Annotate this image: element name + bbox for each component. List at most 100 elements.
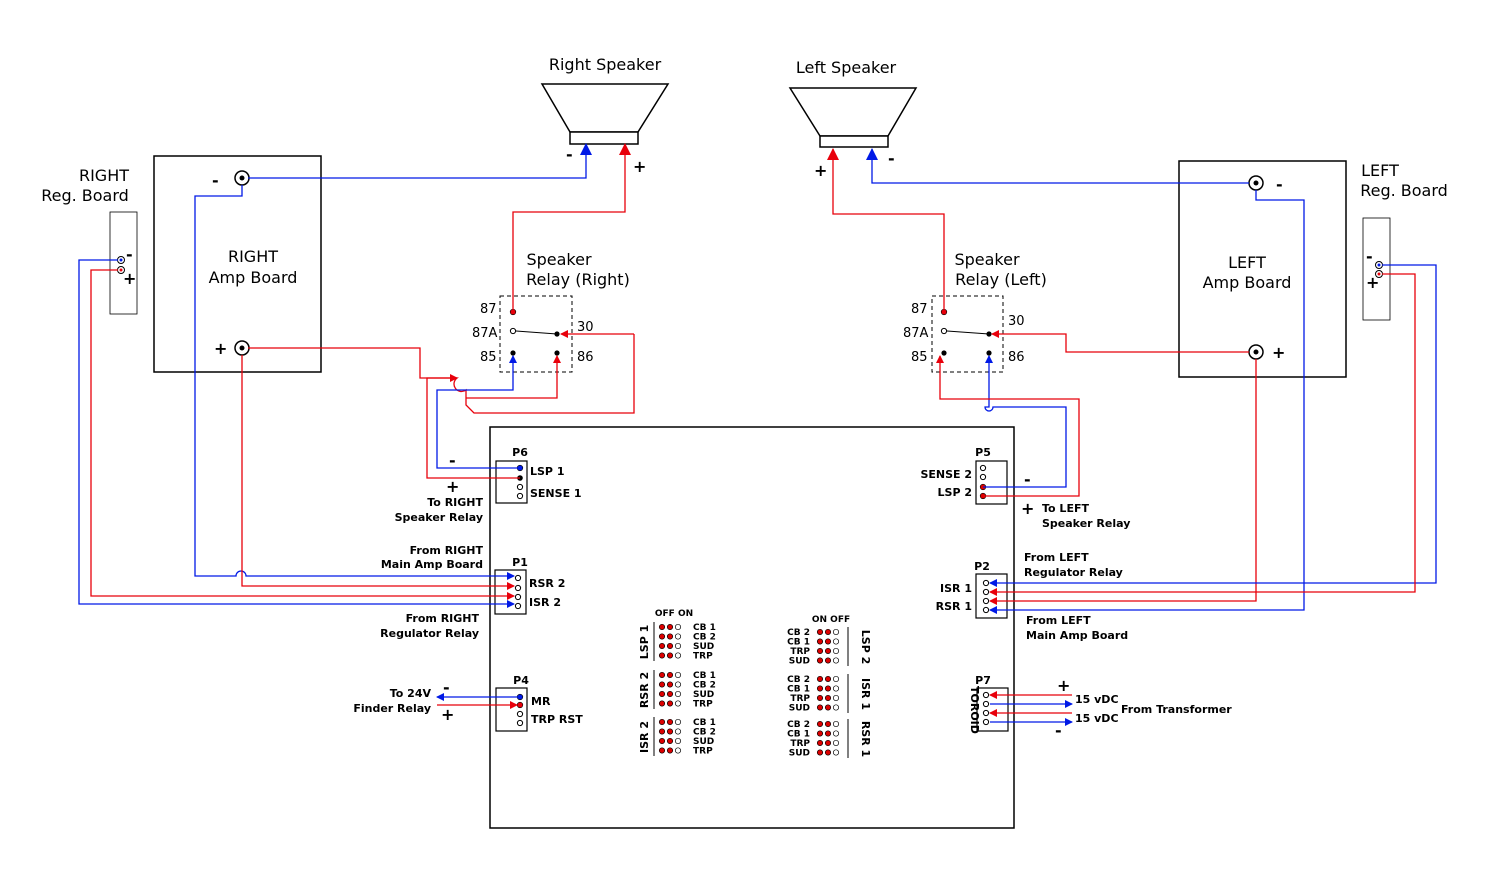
dip-switch-dot[interactable] [666,623,674,631]
right-amp-plus: + [214,339,227,358]
dip-switch-dot[interactable] [816,730,824,737]
dip-switch-dot[interactable] [816,657,824,664]
dip-switch-dot[interactable] [674,671,682,679]
dip-switch-dot[interactable] [816,694,824,702]
dip-switch-dot[interactable] [832,675,840,683]
dip-switch-dot[interactable] [674,747,682,754]
dip-switch-dot[interactable] [666,718,674,726]
dip-switch-dot[interactable] [666,681,674,688]
dip-switch-dot[interactable] [666,633,674,640]
dip-switch-dot[interactable] [658,690,666,698]
dip-switch-dot[interactable] [816,704,824,711]
dip-row-label: TRP [693,652,713,662]
connector-p1: From RIGHT Main Amp Board P1 RSR 2 ISR 2… [380,544,565,640]
dip-switch-dot[interactable] [658,747,666,754]
dip-switch-dot[interactable] [674,718,682,726]
p2-below-2: Main Amp Board [1026,629,1128,642]
dip-switch-dot[interactable] [824,704,832,711]
dip-switch-dot[interactable] [658,700,666,707]
dip-switch-dot[interactable] [824,638,832,645]
dip-switch-dot[interactable] [658,718,666,726]
dip-switch-dot[interactable] [832,657,840,664]
dip-switch-dot[interactable] [674,737,682,745]
dip-switch-dot[interactable] [816,628,824,636]
dip-block-name: LSP 1 [638,625,651,659]
dip-switch-dot[interactable] [674,642,682,650]
dip-row-label: CB 2 [693,728,716,738]
right-amp-board: RIGHT Amp Board - + [153,155,322,373]
dip-block-name: RSR 2 [638,672,651,708]
dip-switch-dot[interactable] [674,681,682,688]
dip-switch-dot[interactable] [674,652,682,659]
dip-switch-dot[interactable] [832,628,840,636]
dip-switch-dot[interactable] [816,675,824,683]
dip-switch-dot[interactable] [824,657,832,664]
dip-switch-dot[interactable] [824,628,832,636]
dip-switch-dot[interactable] [832,730,840,737]
dip-switch-dot[interactable] [658,681,666,688]
dip-switch-dot[interactable] [832,739,840,747]
p2-above-1: From LEFT [1024,551,1089,564]
dip-switch-dot[interactable] [832,704,840,711]
dip-switch-dot[interactable] [666,652,674,659]
dip-switch-dot[interactable] [832,694,840,702]
dip-switch-dot[interactable] [666,737,674,745]
dip-switch-dot[interactable] [658,728,666,735]
right-speaker: Right Speaker - + [540,55,670,176]
dip-row-label: SUD [789,657,810,667]
dip-switch-dot[interactable] [666,642,674,650]
p4-note-2: Finder Relay [353,702,431,715]
dip-switch-dot[interactable] [674,700,682,707]
dip-switch-dot[interactable] [666,690,674,698]
dip-switch-dot[interactable] [832,720,840,728]
dip-switch-dot[interactable] [666,747,674,754]
p1-above-2: Main Amp Board [381,558,483,571]
dip-switch-dot[interactable] [824,694,832,702]
left-reg-board-label-2: Reg. Board [1360,181,1448,200]
dip-switch-dot[interactable] [832,647,840,655]
dip-switch-dot[interactable] [832,638,840,645]
dip-switch-dot[interactable] [816,685,824,692]
dip-switch-dot[interactable] [824,730,832,737]
dip-switch-dot[interactable] [658,737,666,745]
relay-left-pin-86: 86 [1008,350,1025,365]
p5-note-2: Speaker Relay [1042,517,1130,530]
p7-v1: 15 vDC [1075,693,1119,706]
p2-label: P2 [974,560,990,573]
dip-switch-dot[interactable] [824,739,832,747]
dip-switch-dot[interactable] [658,633,666,640]
dip-switch-dot[interactable] [658,623,666,631]
dip-switch-dot[interactable] [674,633,682,640]
dip-switch-dot[interactable] [666,700,674,707]
dip-switch-dot[interactable] [824,720,832,728]
dip-switch-dot[interactable] [816,739,824,747]
relay-left-pin-30: 30 [1008,314,1025,329]
dip-switch-dot[interactable] [832,749,840,756]
left-speaker: Left Speaker + - [788,58,918,180]
dip-switch-dot[interactable] [816,638,824,645]
dip-switch-dot[interactable] [658,652,666,659]
dip-switch-dot[interactable] [824,647,832,655]
dip-switch-dot[interactable] [824,749,832,756]
dip-switch-dot[interactable] [658,642,666,650]
relay-left-label-1: Speaker [954,250,1020,269]
dip-switch-dot[interactable] [666,728,674,735]
p6-note-2: Speaker Relay [395,511,483,524]
right-speaker-title: Right Speaker [549,55,662,74]
dip-switch-dot[interactable] [674,623,682,631]
dip-switch-dot[interactable] [816,749,824,756]
dip-switch-dot[interactable] [832,685,840,692]
dip-row-label: CB 2 [787,628,810,638]
dip-switch-dot[interactable] [658,671,666,679]
dip-switch-dot[interactable] [816,647,824,655]
dip-switch-dot[interactable] [816,720,824,728]
dip-right-header: ON OFF [812,615,850,625]
dip-switch-dot[interactable] [674,728,682,735]
dip-switch-dot[interactable] [824,675,832,683]
dip-switch-dot[interactable] [674,690,682,698]
relay-right-label-2: Relay (Right) [526,270,630,289]
dip-switch-dot[interactable] [824,685,832,692]
dip-switch-dot[interactable] [666,671,674,679]
